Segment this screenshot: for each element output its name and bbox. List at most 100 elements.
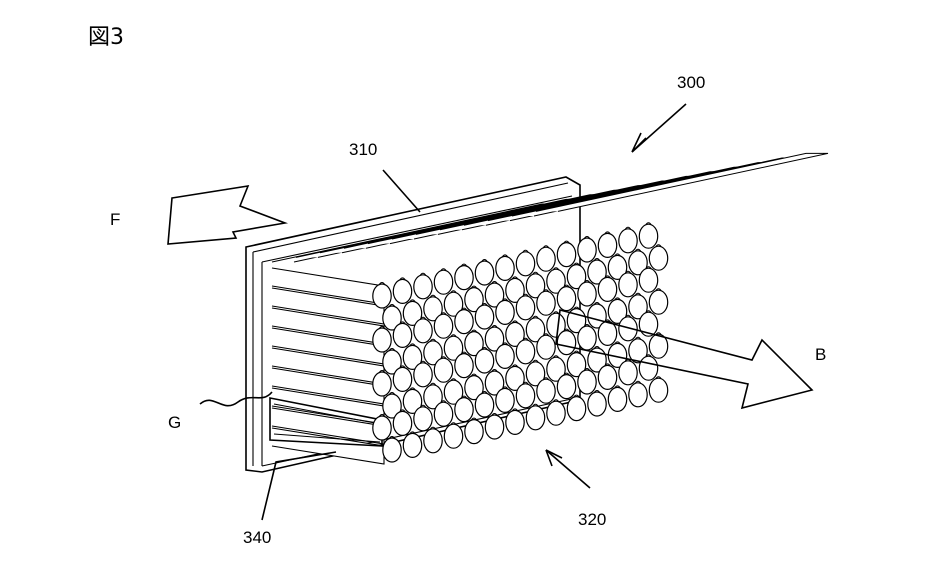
cylinder-end-outline [618, 228, 638, 254]
cylinder-end [525, 315, 546, 343]
cylinder-end-outline [402, 432, 423, 458]
leader-lines [199, 103, 687, 521]
cylinder-end-tip [378, 414, 386, 418]
cylinder-end [402, 387, 423, 414]
cylinder-end-tip [511, 364, 519, 368]
cylinder-end-outline [464, 331, 484, 357]
cylinder-end [495, 254, 515, 281]
cylinder-end [628, 248, 648, 276]
cylinder-end-outline [474, 260, 495, 286]
cylinder-end-tip [440, 312, 447, 316]
cylinder-end [454, 395, 474, 423]
cylinder-end-outline [423, 296, 443, 322]
cylinder-end [443, 334, 464, 361]
cylinder-end-outline [443, 423, 464, 449]
cylinder-end [597, 231, 618, 258]
label-b: B [815, 345, 826, 364]
cylinder-end-outline [556, 374, 577, 400]
cylinder-end [607, 385, 628, 412]
cylinder-end [382, 436, 402, 463]
cylinder-end-tip [419, 404, 427, 409]
cylinder-end-tip [450, 378, 457, 382]
cylinder-end-outline [536, 334, 556, 360]
cylinder-end-outline [618, 316, 638, 342]
cylinder-end [607, 341, 628, 368]
cylinder-end-outline [556, 242, 577, 268]
cylinder-end [597, 363, 618, 390]
cylinder-end-tip [552, 311, 560, 315]
cylinder-end-outline [484, 370, 505, 396]
cylinder-end [587, 302, 607, 329]
cylinder-end-outline [413, 362, 433, 388]
cylinder-end-outline [372, 415, 392, 441]
cylinder-end [577, 236, 597, 263]
cylinder-end-tip [409, 387, 416, 391]
cylinder-end [484, 413, 505, 440]
cylinder-end-tip [470, 373, 478, 377]
cylinder-end-outline [515, 251, 536, 277]
cylinder-end-tip [624, 270, 632, 275]
cylinder-end-tip [419, 316, 427, 321]
cylinder-end-outline [515, 383, 536, 409]
cylinder-end [474, 259, 495, 286]
cylinder-end-tip [624, 226, 632, 231]
cylinder-end [464, 285, 484, 313]
cylinder-end-outline [402, 388, 423, 414]
cylinder-end [638, 266, 659, 293]
cylinder-end [648, 376, 669, 403]
cylinder-end [443, 290, 464, 317]
cylinder-end [525, 359, 546, 387]
cylinder-end [566, 394, 587, 422]
cylinder-end-outline [474, 392, 495, 418]
cylinder-end-tip [593, 258, 601, 262]
cylinder-end [392, 277, 413, 304]
cylinder-end-outline [515, 295, 536, 321]
cylinder-end-tip [388, 304, 396, 308]
cylinder-end-tip [573, 394, 580, 398]
cylinder-end-tip [645, 222, 652, 226]
cylinder-end-tip [440, 356, 447, 360]
cylinder-end [628, 380, 648, 408]
cylinder-end-tip [552, 399, 560, 403]
cylinder-end-outline [607, 386, 628, 412]
cylinder-end-outline [433, 357, 454, 383]
cylinder-end [628, 336, 648, 364]
cylinder-end-tip [409, 343, 416, 347]
cylinder-end-outline [382, 393, 402, 419]
cylinder-end [454, 307, 474, 335]
cylinder-end [577, 368, 597, 395]
cylinder-end [618, 314, 638, 342]
cylinder-end-outline [372, 327, 392, 353]
cylinder-end-tip [409, 431, 416, 435]
cylinder-end [556, 240, 577, 268]
cylinder-end-tip [388, 392, 396, 396]
cylinder-end-tip [470, 417, 478, 421]
cylinder-end-outline [628, 338, 648, 364]
cylinder-end-tip [563, 328, 570, 332]
cylinder-end [505, 320, 525, 347]
cylinder-end-outline [454, 309, 474, 335]
cylinder-end [587, 258, 607, 285]
cylinder-end-tip [563, 372, 570, 376]
cylinder-end [597, 319, 618, 346]
cylinder-end-tip [593, 346, 601, 350]
cylinder-end-tip [532, 359, 539, 364]
cylinder-end [495, 298, 515, 325]
cylinder-end [464, 373, 484, 401]
label-g: G [168, 413, 181, 432]
cylinder-end-tip [450, 422, 457, 426]
cylinder-end [556, 284, 577, 312]
leader-320-arrowhead [545, 449, 563, 467]
cylinder-end [495, 386, 515, 413]
cylinder-end-tip [583, 280, 591, 284]
cylinder-end [413, 316, 433, 344]
cylinder-end [423, 294, 443, 322]
cylinder-end [638, 222, 659, 249]
cylinder-end-tip [593, 390, 601, 394]
cylinder-end-outline [587, 303, 607, 329]
cylinder-end-tip [429, 294, 437, 299]
cylinder-end [433, 268, 454, 295]
cylinder-end-outline [587, 259, 607, 285]
cylinder-end-tip [604, 363, 611, 367]
